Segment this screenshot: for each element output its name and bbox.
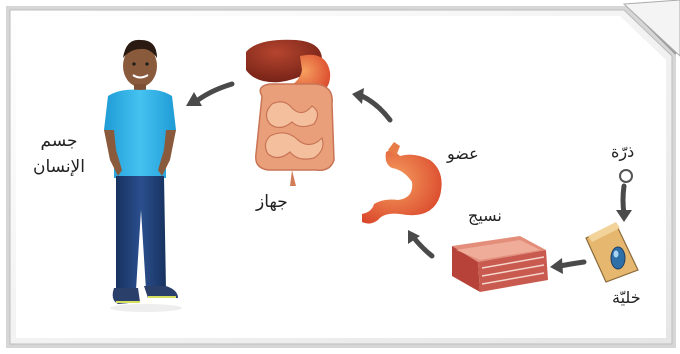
cell-label: خليّة: [612, 288, 641, 307]
system-label: جهاز: [256, 192, 288, 212]
tissue-illustration: [450, 236, 550, 294]
diagram-frame: [6, 0, 680, 348]
human-body-label-line2: الإنسان: [14, 154, 104, 180]
human-body-label-line1: جسم: [14, 128, 104, 154]
tissue-label: نسيج: [468, 206, 502, 225]
atom-label: ذرّة: [611, 142, 634, 161]
human-body-label: جسم الإنسان: [14, 128, 104, 180]
atom-illustration: [620, 170, 632, 182]
organ-label: عضو: [447, 144, 479, 163]
